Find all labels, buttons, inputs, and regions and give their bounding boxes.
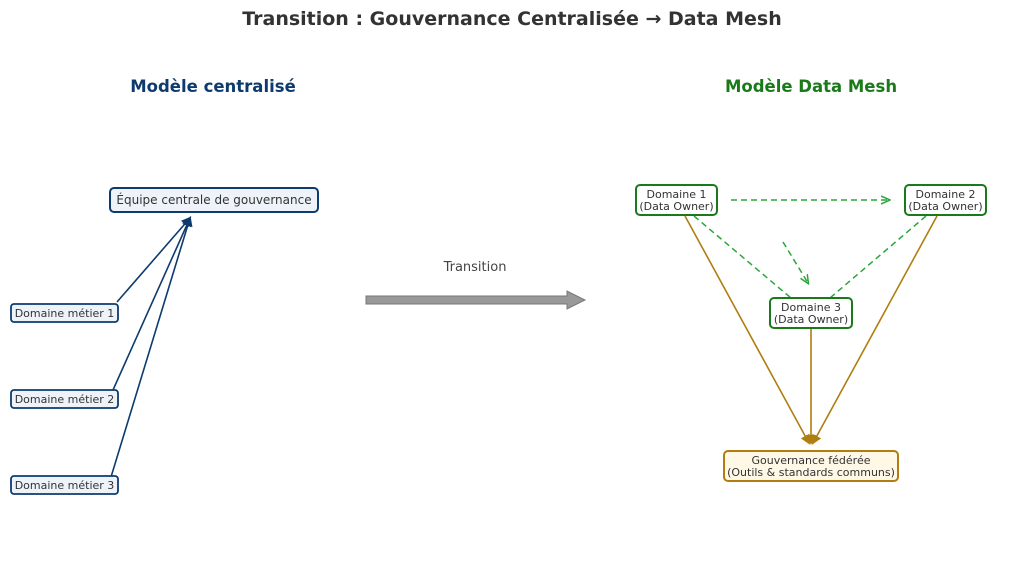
mesh-domain-1-role: (Data Owner) — [639, 200, 713, 213]
federated-governance-title: Gouvernance fédérée — [751, 454, 870, 467]
page-title: Transition : Gouvernance Centralisée → D… — [242, 8, 782, 30]
domain-metier-3-label: Domaine métier 3 — [15, 479, 115, 492]
mesh-domain-2-node: Domaine 2 (Data Owner) — [904, 184, 987, 216]
federated-governance-node: Gouvernance fédérée (Outils & standards … — [723, 450, 899, 482]
federated-connectors — [684, 215, 938, 445]
mesh-domain-3-node: Domaine 3 (Data Owner) — [769, 297, 853, 329]
mesh-domain-3-role: (Data Owner) — [774, 313, 848, 326]
domain-metier-2-label: Domaine métier 2 — [15, 393, 115, 406]
mesh-domain-1-node: Domaine 1 (Data Owner) — [635, 184, 718, 216]
connector-domain-2-to-central — [112, 216, 192, 391]
mesh-domain-2-role: (Data Owner) — [908, 200, 982, 213]
mesh-domain-3-title: Domaine 3 — [781, 301, 841, 314]
transition-label: Transition — [443, 260, 507, 275]
connector-domain-3-to-central — [110, 216, 193, 478]
domain-metier-3-node: Domaine métier 3 — [10, 475, 119, 495]
mesh-connectors — [693, 200, 927, 299]
centralized-connectors — [110, 216, 193, 478]
mesh-domain-2-title: Domaine 2 — [916, 188, 976, 201]
central-team-label: Équipe centrale de gouvernance — [116, 192, 311, 207]
connector-domain-2-to-federated — [812, 215, 938, 445]
central-team-node: Équipe centrale de gouvernance — [109, 187, 319, 213]
centralized-heading: Modèle centralisé — [130, 77, 296, 96]
connector-domain-1-to-central — [116, 216, 192, 303]
connector-domain-1-to-domain-3 — [693, 215, 792, 299]
federated-governance-subtitle: (Outils & standards communs) — [727, 466, 895, 479]
transition-arrow — [365, 290, 587, 310]
domain-metier-1-node: Domaine métier 1 — [10, 303, 119, 323]
connector-domain-2-to-domain-3 — [829, 215, 927, 299]
mesh-domain-1-title: Domaine 1 — [647, 188, 707, 201]
mesh-heading: Modèle Data Mesh — [725, 77, 897, 96]
domain-metier-2-node: Domaine métier 2 — [10, 389, 119, 409]
connector-domain-1-to-federated — [684, 215, 810, 445]
domain-metier-1-label: Domaine métier 1 — [15, 307, 115, 320]
connector-to-domain-3-arrow — [782, 241, 808, 283]
